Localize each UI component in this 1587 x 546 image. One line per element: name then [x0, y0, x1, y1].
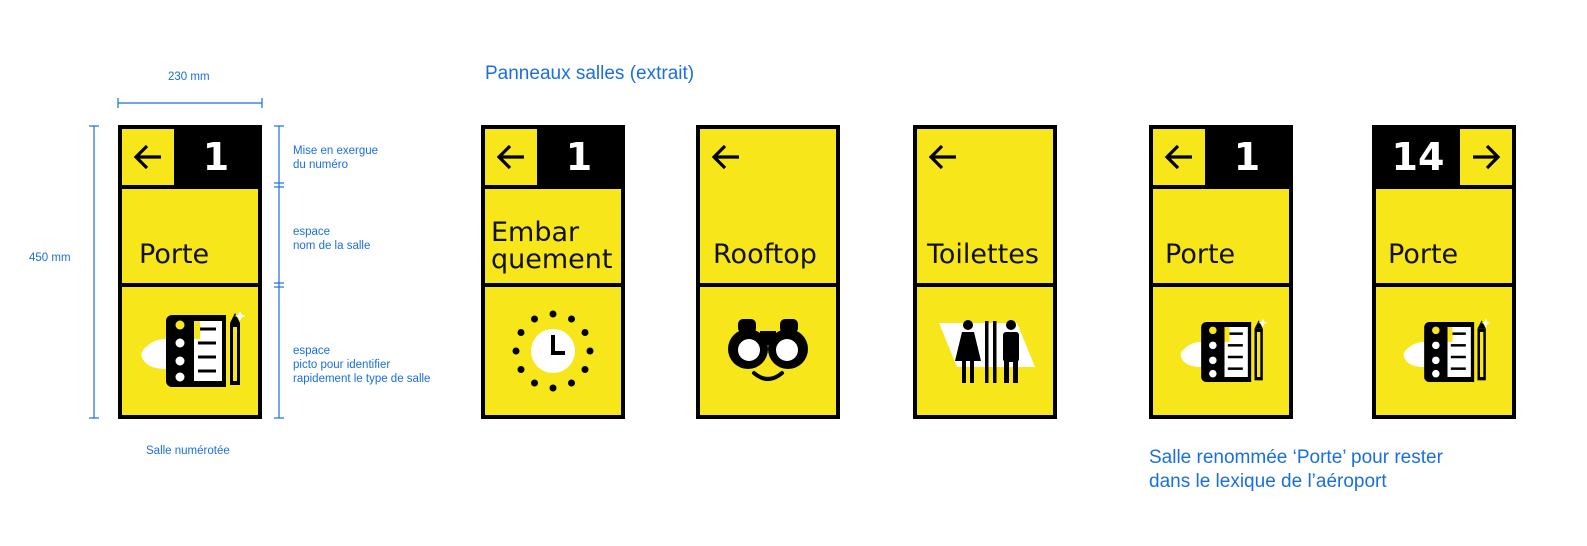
sign-toilettes: Toilettes [913, 125, 1057, 419]
width-dimension-label: 230 mm [168, 71, 210, 83]
picto-cell [485, 287, 621, 415]
left-arrow-icon [928, 144, 956, 170]
annotation-picto: espace picto pour identifier rapidement … [293, 345, 431, 385]
arrow-cell [1153, 129, 1205, 185]
room-name: Toilettes [927, 239, 1039, 270]
toilets-icon [939, 320, 1035, 383]
notepad-icon [141, 311, 246, 387]
name-cell: Porte [1376, 189, 1512, 283]
caption-right: Salle renommée ‘Porte’ pour rester dans … [1149, 447, 1443, 492]
height-dimension-label: 450 mm [29, 252, 71, 264]
sign-embarquement: 1 Embar quement [481, 125, 625, 419]
arrow-name-cell: Rooftop [700, 129, 836, 283]
annotation-number: Mise en exergue du numéro [293, 145, 379, 171]
arrow-cell [1460, 129, 1512, 185]
sign-porte-dimensioned: 1 Porte [118, 125, 262, 419]
binoculars-icon [728, 319, 808, 381]
notepad-icon [1180, 318, 1268, 382]
room-name: Porte [139, 239, 210, 270]
left-arrow-icon [1164, 144, 1192, 170]
notepad-icon [1403, 318, 1491, 382]
room-name: Porte [1388, 239, 1459, 270]
left-arrow-icon [711, 144, 739, 170]
clock-icon [512, 310, 594, 392]
picto-cell [700, 287, 836, 415]
left-arrow-icon [133, 144, 161, 170]
room-number: 1 [537, 129, 621, 185]
arrow-cell [485, 129, 537, 185]
room-number: 1 [1205, 129, 1289, 185]
name-cell: Embar quement [485, 189, 621, 283]
sign-porte-14: 14 Porte [1372, 125, 1516, 419]
right-arrow-icon [1473, 144, 1501, 170]
room-number: 1 [174, 129, 258, 185]
annotation-name: espace nom de la salle [293, 226, 371, 252]
sign-rooftop: Rooftop [696, 125, 840, 419]
picto-cell [122, 287, 258, 415]
room-number: 14 [1376, 129, 1460, 185]
arrow-cell [122, 129, 174, 185]
caption-left: Salle numérotée [146, 445, 230, 457]
picto-cell [917, 287, 1053, 415]
page-title: Panneaux salles (extrait) [485, 63, 695, 84]
arrow-name-cell: Toilettes [917, 129, 1053, 283]
picto-cell [1376, 287, 1512, 415]
name-cell: Porte [122, 189, 258, 283]
room-name: Embar quement [491, 217, 613, 275]
picto-cell [1153, 287, 1289, 415]
left-arrow-icon [496, 144, 524, 170]
room-name: Rooftop [713, 239, 817, 270]
sign-porte-1: 1 Porte [1149, 125, 1293, 419]
room-name: Porte [1165, 239, 1236, 270]
name-cell: Porte [1153, 189, 1289, 283]
